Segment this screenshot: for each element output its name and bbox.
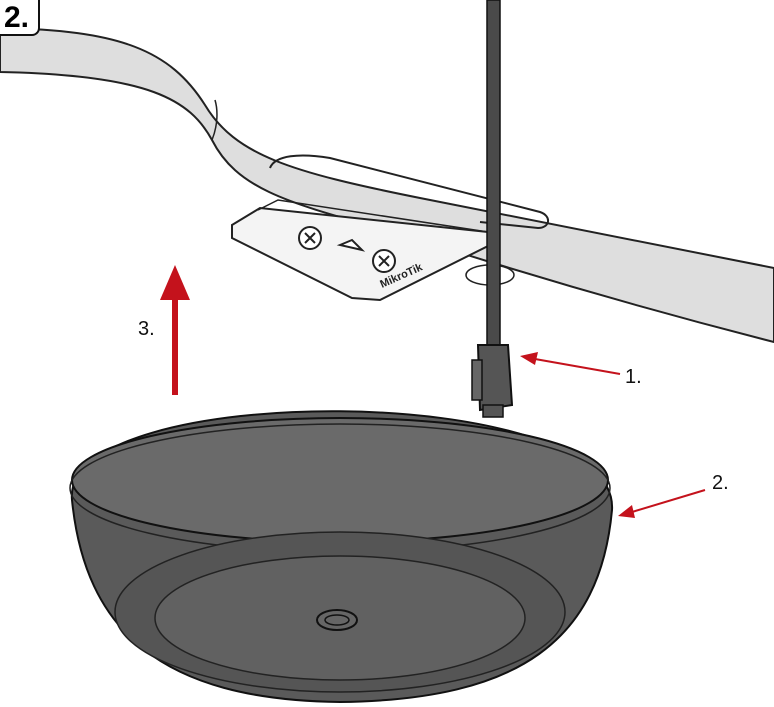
step-number: 2. [0, 0, 40, 36]
callout-arrow-2-head [618, 505, 635, 518]
led-button [316, 609, 358, 631]
callout-arrow-2 [618, 489, 706, 518]
callout-label-3: 3. [138, 318, 155, 340]
bracket-edge [257, 199, 489, 233]
ceiling-fold-line [211, 99, 218, 141]
callout-arrow-1-head [520, 352, 538, 365]
rj45-connector [471, 344, 514, 418]
ceiling-rail [269, 154, 549, 230]
arrow-marker-icon [336, 238, 366, 252]
callout-arrow-1-shaft [534, 358, 621, 375]
access-point-device [69, 410, 614, 704]
callout-arrow-2-shaft [631, 489, 706, 513]
ceiling-strip [0, 26, 774, 344]
connector-tip [482, 404, 504, 418]
connector-body [476, 344, 514, 412]
screw-cross-icon [378, 255, 390, 267]
led-button-inner [324, 614, 350, 626]
callout-label-1: 1. [625, 366, 642, 388]
device-top [71, 417, 609, 543]
callout-label-2: 2. [712, 472, 729, 494]
callout-arrow-1 [520, 352, 621, 375]
lift-arrow-head [160, 265, 190, 300]
screw-cross-icon [304, 232, 316, 244]
ethernet-cable [486, 0, 501, 346]
connector-clip [471, 359, 483, 401]
mounting-bracket: MikroTik [231, 199, 492, 302]
bracket-plate [231, 206, 492, 302]
lift-arrow [160, 265, 190, 395]
